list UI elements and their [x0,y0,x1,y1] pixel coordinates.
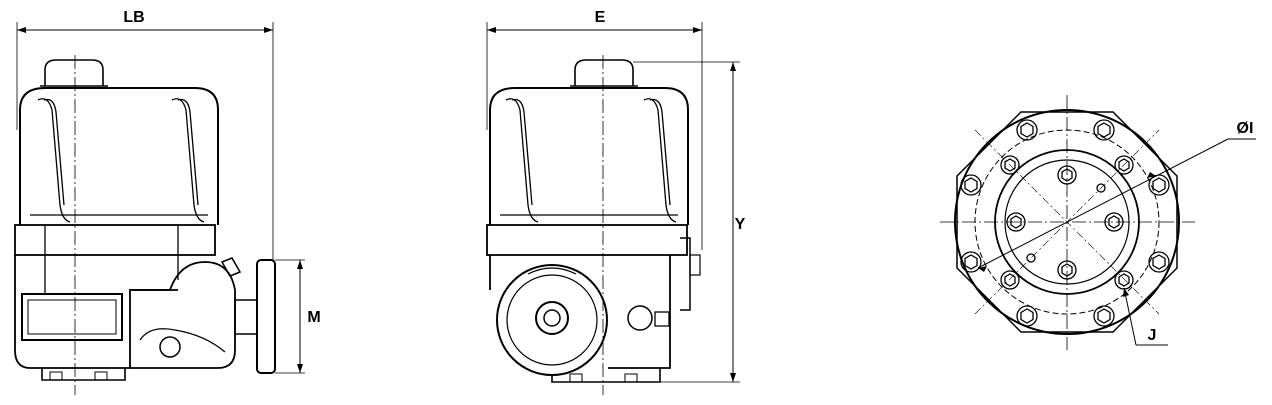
inner-bolt-pattern [1006,165,1124,280]
label-m: M [307,309,320,326]
label-e: E [595,9,606,26]
dimension-j: J [1123,287,1168,346]
label-lb: LB [123,9,144,26]
label-y: Y [735,216,746,233]
label-j: J [1148,327,1157,344]
dimension-y: Y [633,61,746,383]
dimension-m: M [275,259,321,374]
dimension-lb: LB [16,9,274,262]
front-view: E [486,9,746,395]
dimension-oi: ØI [977,120,1256,272]
outer-bolt-pattern [960,119,1170,327]
middle-bolt-pattern [1000,155,1134,290]
dimension-e: E [486,9,703,250]
side-view: LB [14,9,321,395]
label-oi: ØI [1237,120,1254,137]
flange-bottom-view: ØI J [940,95,1256,350]
